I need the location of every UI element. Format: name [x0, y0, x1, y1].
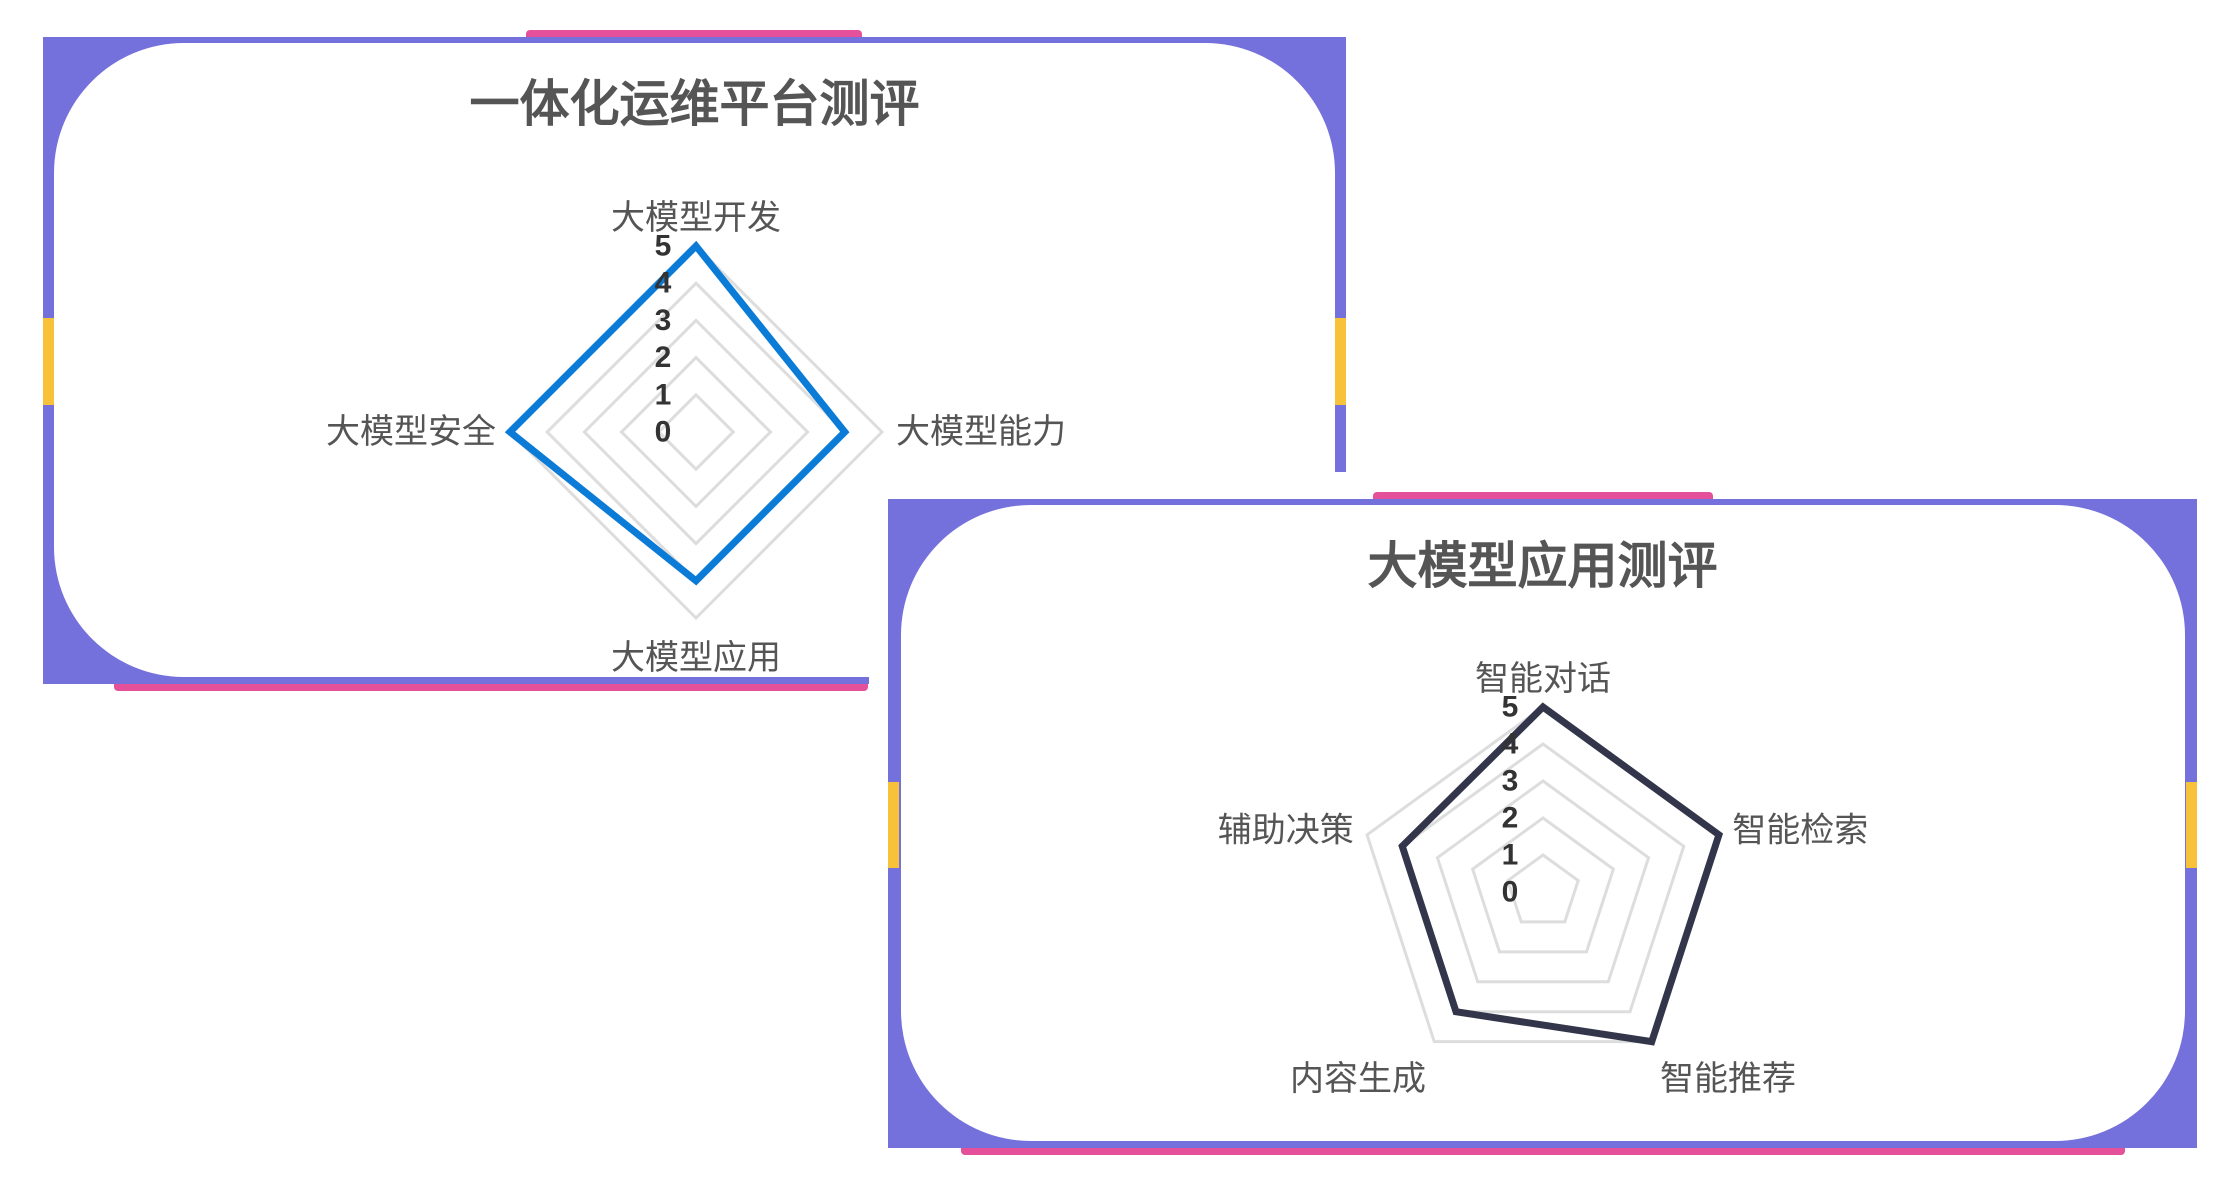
indicator-label: 内容生成: [1290, 1059, 1426, 1099]
grid-ring-4: [545, 281, 847, 583]
grid-ring-4: [1400, 742, 1686, 1014]
data-point-2: [1650, 1040, 1653, 1043]
tick-label: 4: [1502, 728, 1519, 761]
grid-ring-3: [1435, 779, 1651, 984]
tick-label: 0: [1502, 876, 1519, 909]
right-accent-bar: [1335, 318, 1346, 405]
right-accent-bar: [2186, 782, 2197, 868]
tick-label: 2: [655, 341, 672, 374]
data-point-3: [1455, 1010, 1458, 1013]
data-point-3: [509, 431, 511, 433]
data-point-4: [1401, 845, 1404, 848]
indicator-label: 辅助决策: [1218, 811, 1354, 851]
left-accent-bar: [43, 318, 54, 405]
tick-label: 5: [1502, 691, 1519, 724]
top-accent-bar: [526, 30, 862, 39]
grid-ring-2: [1470, 816, 1616, 954]
indicator-label: 大模型安全: [326, 412, 496, 452]
data-point-2: [695, 579, 697, 582]
indicator-label: 智能对话: [1475, 659, 1611, 699]
grid-ring-1: [656, 392, 736, 472]
tick-label: 1: [655, 378, 672, 411]
tick-label: 1: [1502, 839, 1519, 872]
chart-title: 一体化运维平台测评: [469, 75, 920, 133]
bottom-accent-bar: [114, 684, 868, 691]
tick-label: 2: [1502, 802, 1519, 835]
data-point-1: [1717, 833, 1720, 836]
tick-label: 3: [1502, 765, 1519, 798]
grid-ring-2: [619, 355, 773, 509]
left-accent-bar: [888, 782, 899, 868]
tick-label: 3: [655, 304, 672, 337]
data-point-0: [1542, 706, 1544, 708]
tick-label: 5: [655, 230, 672, 263]
indicator-label: 智能检索: [1732, 811, 1868, 851]
tick-label: 0: [655, 416, 672, 449]
indicator-label: 智能推荐: [1660, 1059, 1796, 1099]
series-line: [1398, 702, 1724, 1046]
bottom-accent-bar: [961, 1148, 2125, 1155]
indicator-label: 大模型应用: [611, 638, 781, 678]
data-point-1: [843, 431, 846, 433]
indicator-label: 大模型开发: [611, 198, 781, 238]
chart-title: 大模型应用测评: [1367, 537, 1718, 595]
tick-label: 4: [655, 267, 672, 300]
grid-ring-5: [507, 243, 885, 621]
grid-ring-1: [1506, 853, 1580, 924]
data-point-0: [695, 245, 697, 247]
grid-ring-3: [582, 318, 810, 546]
top-accent-bar: [1373, 492, 1713, 501]
card-body: [901, 505, 2185, 1141]
indicator-label: 大模型能力: [896, 412, 1066, 452]
